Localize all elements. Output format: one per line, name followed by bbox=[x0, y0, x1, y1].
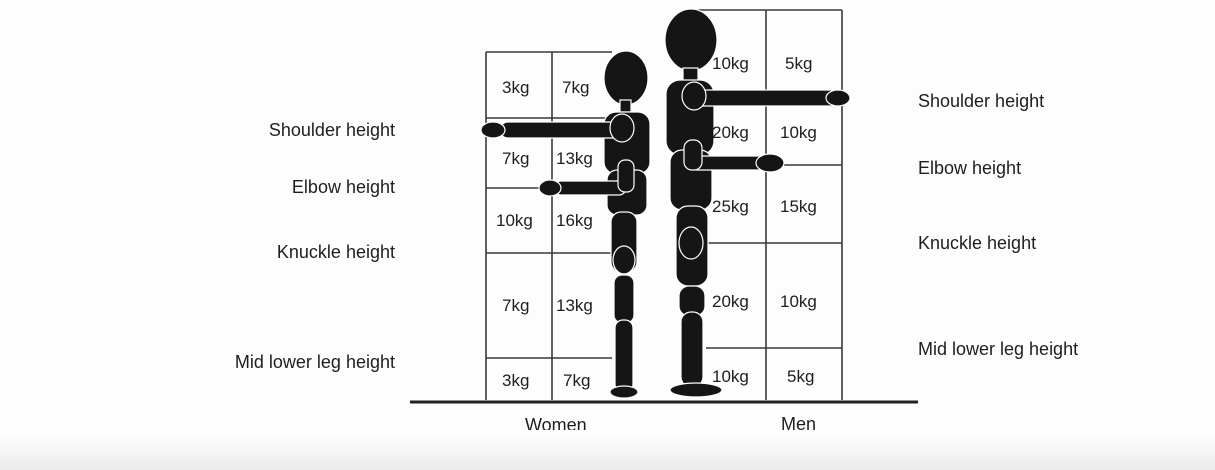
men-cell: 20kg bbox=[712, 123, 749, 143]
men-cell: 20kg bbox=[712, 292, 749, 312]
women-elbow-height-label: Elbow height bbox=[145, 177, 395, 198]
men-cell: 10kg bbox=[780, 292, 817, 312]
page-bottom-shade bbox=[0, 430, 1215, 470]
men-cell: 5kg bbox=[787, 367, 814, 387]
women-cell: 3kg bbox=[502, 78, 529, 98]
women-cell: 3kg bbox=[502, 371, 529, 391]
men-elbow-height-label: Elbow height bbox=[918, 158, 1021, 179]
women-shoulder-height-label: Shoulder height bbox=[145, 120, 395, 141]
man-figure bbox=[665, 9, 850, 397]
women-cell: 13kg bbox=[556, 149, 593, 169]
men-cell: 15kg bbox=[780, 197, 817, 217]
women-knuckle-height-label: Knuckle height bbox=[145, 242, 395, 263]
women-cell: 7kg bbox=[502, 149, 529, 169]
men-cell: 5kg bbox=[785, 54, 812, 74]
men-cell: 10kg bbox=[712, 367, 749, 387]
men-cell: 10kg bbox=[780, 123, 817, 143]
women-cell: 7kg bbox=[562, 78, 589, 98]
women-cell: 10kg bbox=[496, 211, 533, 231]
women-cell: 7kg bbox=[563, 371, 590, 391]
women-cell: 7kg bbox=[502, 296, 529, 316]
women-mid-lower-leg-height-label: Mid lower leg height bbox=[145, 352, 395, 373]
men-mid-lower-leg-height-label: Mid lower leg height bbox=[918, 339, 1078, 360]
men-cell: 10kg bbox=[712, 54, 749, 74]
women-cell: 16kg bbox=[556, 211, 593, 231]
women-cell: 13kg bbox=[556, 296, 593, 316]
men-knuckle-height-label: Knuckle height bbox=[918, 233, 1036, 254]
men-shoulder-height-label: Shoulder height bbox=[918, 91, 1044, 112]
men-cell: 25kg bbox=[712, 197, 749, 217]
